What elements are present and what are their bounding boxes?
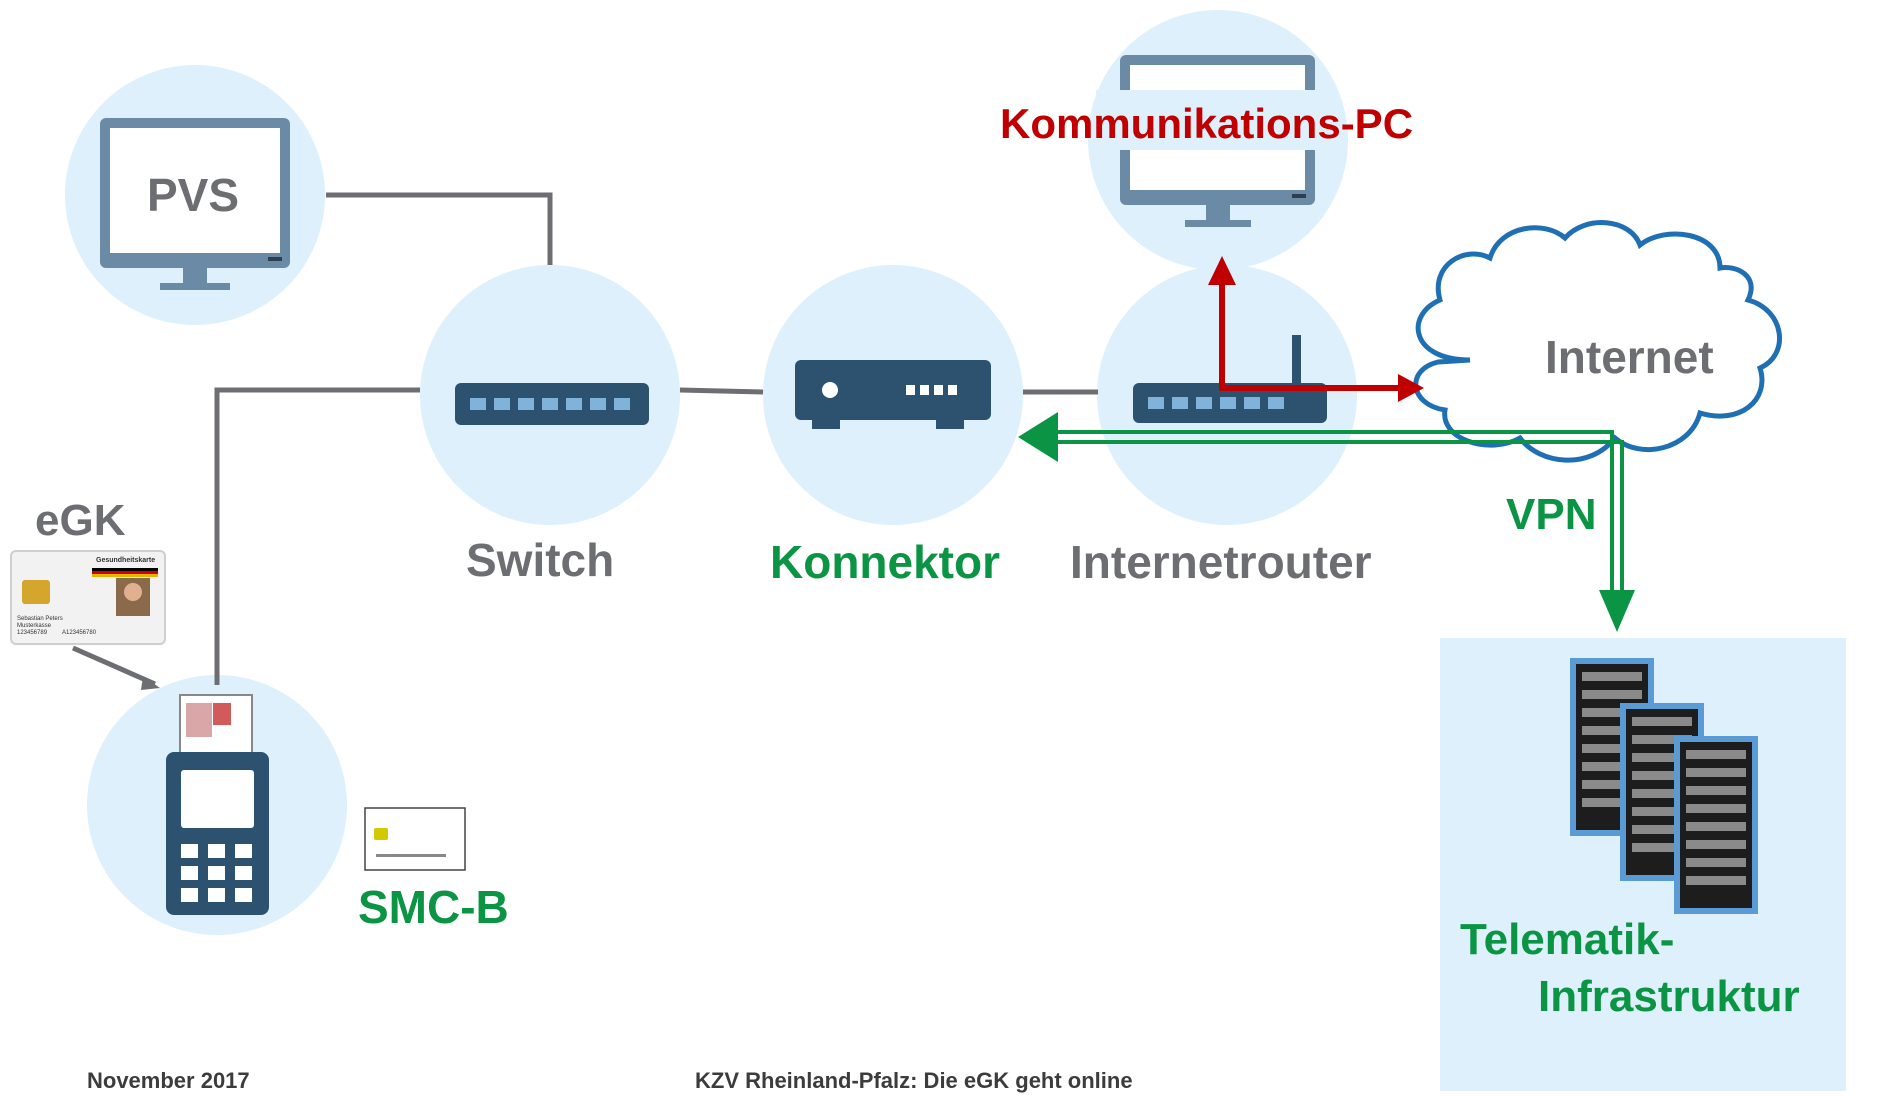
footer-date: November 2017: [87, 1068, 250, 1093]
red-arrows: [1208, 256, 1424, 402]
konnektor-device-icon: [795, 360, 991, 429]
egk-label: eGK: [35, 496, 126, 545]
switch-device-icon: [455, 383, 649, 425]
pvs-label: PVS: [147, 169, 240, 221]
vpn-arrowhead-telematik: [1599, 590, 1635, 632]
footer-title: KZV Rheinland-Pfalz: Die eGK geht online: [695, 1068, 1133, 1093]
internetrouter-device-icon: [1133, 335, 1327, 423]
pvs-switch-line: [326, 192, 553, 265]
vpn-label: VPN: [1506, 490, 1597, 539]
pvs-monitor-icon: [100, 118, 290, 290]
egk-card-icon: [10, 550, 166, 645]
card-terminal-icon: [166, 694, 269, 915]
egk-arrowhead: [141, 676, 160, 690]
kommunikations-pc-label-bg: [1096, 90, 1336, 150]
vpn-arrowhead-konnektor: [1018, 412, 1058, 462]
telematik-label-line2: Infrastruktur: [1538, 972, 1800, 1021]
konnektor-label: Konnektor: [770, 536, 1000, 588]
internetrouter-label: Internetrouter: [1070, 536, 1372, 588]
switch-label: Switch: [466, 534, 615, 586]
egk-card-insurer: Musterkasse: [17, 623, 52, 629]
egk-insert-line: [71, 645, 157, 687]
red-arrowhead-up: [1208, 256, 1236, 285]
smcb-card-icon: [364, 807, 466, 871]
smcb-label: SMC-B: [358, 881, 509, 933]
egk-card-title: Gesundheitskarte: [96, 557, 155, 564]
kommunikations-pc-label: Kommunikations-PC: [1000, 100, 1414, 147]
red-arrowhead-right: [1398, 374, 1424, 402]
egk-card-number1: 123456789: [17, 630, 48, 636]
internet-cloud-icon: [1413, 220, 1782, 463]
egk-card-number2: A123456780: [62, 630, 97, 636]
switch-terminal-line: [214, 387, 420, 685]
switch-konnektor-line: [679, 387, 764, 395]
vpn-green-lines: [1050, 430, 1624, 595]
telematik-label-line1: Telematik-: [1460, 915, 1675, 964]
egk-card-name: Sebastian Peters: [17, 616, 63, 622]
gray-connections: [71, 192, 1098, 687]
internet-label: Internet: [1545, 331, 1714, 383]
server-rack-icon-3: [1674, 736, 1758, 914]
